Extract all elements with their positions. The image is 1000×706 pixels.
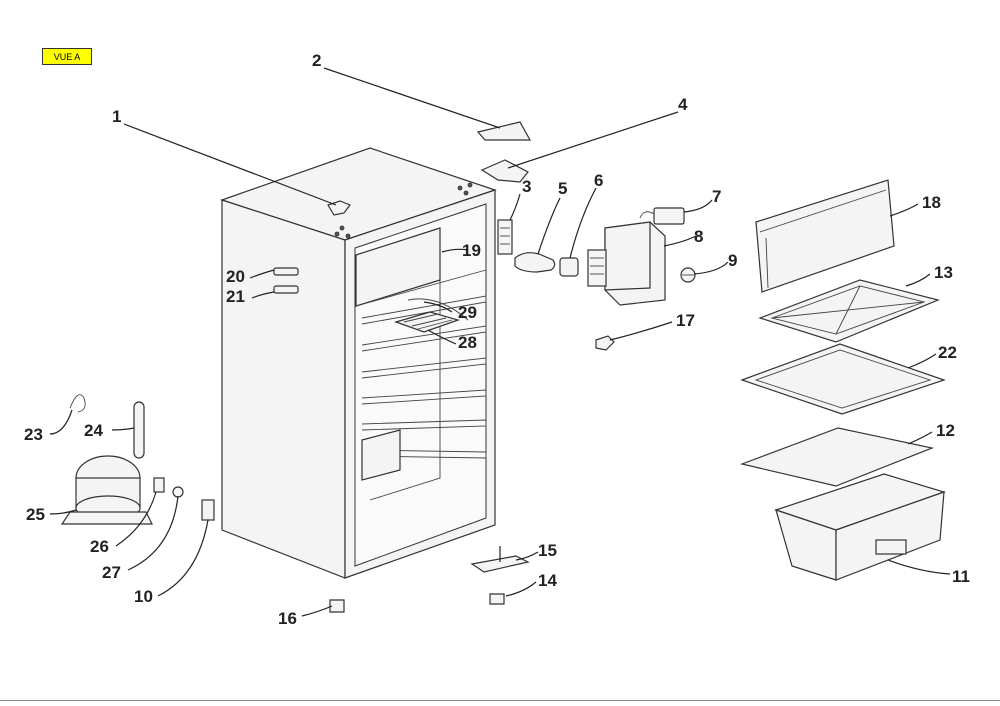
part-4-hinge-bracket: [480, 159, 529, 183]
label-21: 21: [226, 287, 245, 306]
label-22: 22: [938, 343, 957, 362]
part-5-lamp: [514, 252, 556, 273]
label-19: 19: [462, 241, 481, 260]
label-17: 17: [676, 311, 695, 330]
part-26-relay: [153, 477, 165, 493]
shelves: [361, 295, 487, 459]
label-23: 23: [24, 425, 43, 444]
label-16: 16: [278, 609, 297, 628]
label-26: 26: [90, 537, 109, 556]
label-11: 11: [952, 567, 970, 586]
label-9: 9: [728, 251, 737, 270]
part-13-tray: [758, 279, 940, 343]
page-bottom-rule: [0, 700, 1000, 701]
label-2: 2: [312, 51, 321, 70]
label-15: 15: [538, 541, 557, 560]
refrigerator-cabinet: [220, 147, 497, 579]
part-3-hinge-plate: [497, 219, 513, 255]
label-25: 25: [26, 505, 45, 524]
label-1: 1: [112, 107, 121, 126]
label-12: 12: [936, 421, 955, 440]
part-23-overload: [69, 394, 86, 413]
leader-lines: [49, 67, 951, 617]
part-24-filter-drier: [133, 401, 145, 459]
label-24: 24: [84, 421, 103, 440]
label-18: 18: [922, 193, 941, 212]
part-7-thermostat: [639, 207, 685, 225]
part-15-bottom-hinge: [470, 555, 530, 573]
part-21-door-bracket: [273, 285, 299, 294]
part-11-crisper-drawer: [774, 473, 946, 581]
label-27: 27: [102, 563, 121, 582]
part-25-compressor: [60, 455, 153, 525]
label-7: 7: [712, 187, 721, 206]
cabinet-side: [221, 199, 346, 579]
label-3: 3: [522, 177, 531, 196]
label-20: 20: [226, 267, 245, 286]
label-13: 13: [934, 263, 953, 282]
part-8-thermostat-housing: [587, 221, 666, 306]
part-22-glass-shelf: [740, 343, 946, 415]
label-6: 6: [594, 171, 603, 190]
part-27-capacitor: [172, 486, 184, 498]
label-29: 29: [458, 303, 477, 322]
part-labels: 1 2 3 4 5 6 7 8 9 10 11 12 13 14 15 16 1…: [24, 51, 970, 628]
part-6-lamp-socket: [559, 257, 579, 277]
label-8: 8: [694, 227, 703, 246]
part-17-switch: [595, 335, 615, 351]
part-2-hinge-cover: [476, 121, 532, 141]
crisper-box: [361, 429, 401, 481]
label-5: 5: [558, 179, 567, 198]
part-18-door-panel: [755, 179, 895, 293]
label-4: 4: [678, 95, 688, 114]
part-28-ice-tray: [394, 311, 460, 333]
part-10-connector: [201, 499, 215, 521]
label-28: 28: [458, 333, 477, 352]
label-10: 10: [134, 587, 153, 606]
part-20-door-bracket: [273, 267, 299, 276]
label-14: 14: [538, 571, 557, 590]
part-14-foot: [489, 593, 505, 605]
part-16-foot: [329, 599, 345, 613]
view-tag: VUE A: [42, 48, 92, 65]
freezer-compartment: [355, 227, 441, 307]
part-29-wire: [407, 298, 469, 321]
part-12-glass-shelf: [739, 427, 935, 487]
